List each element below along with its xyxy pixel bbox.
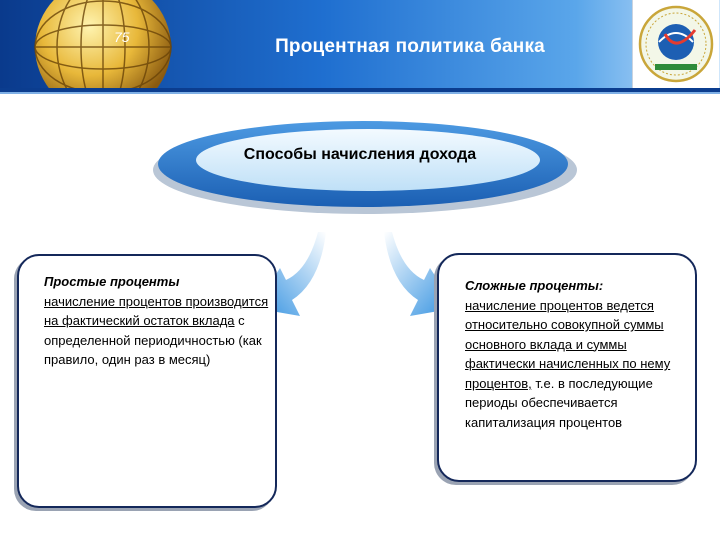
svg-text:75: 75: [114, 29, 130, 45]
compound-interest-detail: т.е. в последующие периоды обеспечиваетс…: [465, 375, 653, 430]
page-title: Процентная политика банка: [275, 36, 545, 57]
simple-interest-definition: начисление процентов производится на фак…: [44, 293, 269, 329]
top-node-ellipse: [153, 121, 577, 214]
compound-interest-text: Сложные проценты: начисление процентов в…: [465, 276, 691, 432]
bank-emblem-icon: [638, 5, 714, 83]
simple-interest-detail: с определенной периодичностью (как прави…: [44, 313, 262, 367]
top-node-label: Способы начисления дохода: [243, 146, 477, 163]
globe-icon: 75: [34, 0, 172, 90]
simple-interest-text: Простые проценты начисление процентов пр…: [44, 272, 272, 370]
header-divider-light: [0, 92, 720, 94]
compound-interest-box: Сложные проценты: начисление процентов в…: [437, 253, 697, 482]
simple-interest-heading: Простые проценты: [44, 274, 180, 289]
emblem-panel: [632, 0, 719, 88]
header-divider: [0, 88, 720, 92]
simple-interest-box: Простые проценты начисление процентов пр…: [17, 254, 277, 508]
compound-interest-definition: начисление процентов ведется относительн…: [465, 297, 671, 391]
compound-interest-heading: Сложные проценты:: [465, 278, 604, 293]
header-bar: 75 Процентная политика банка: [0, 0, 720, 90]
